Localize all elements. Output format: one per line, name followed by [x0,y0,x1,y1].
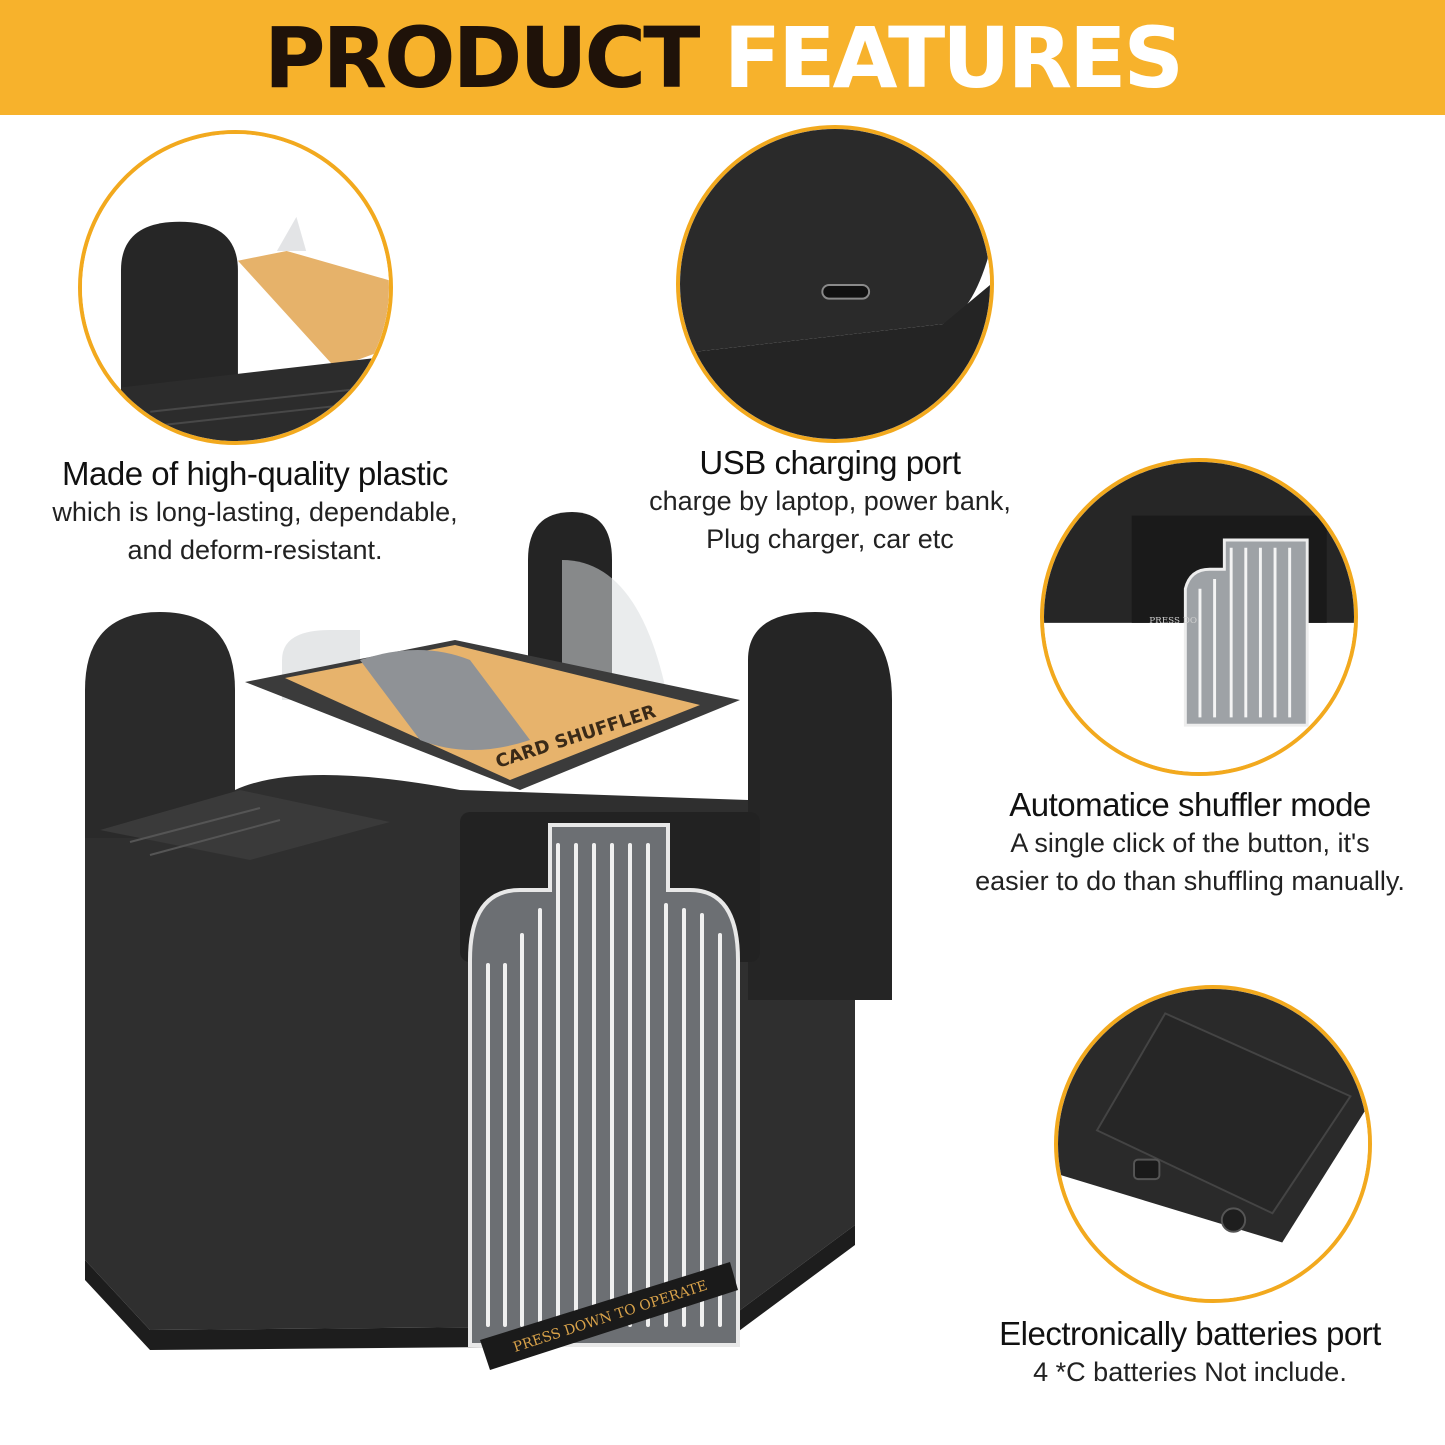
feature-batteries: Electronically batteries port 4 *C batte… [935,1315,1445,1391]
battery-port-detail-circle [1054,985,1372,1303]
feature-plastic-title: Made of high-quality plastic [62,455,448,492]
detail-button-label: PRESS DO [1149,616,1197,626]
header-banner: PRODUCT FEATURES [0,0,1445,115]
feature-usb-title: USB charging port [699,444,961,481]
feature-shuffler-mode-title: Automatice shuffler mode [1009,786,1371,823]
feature-shuffler-mode: Automatice shuffler mode A single click … [935,786,1445,901]
feature-plastic-line2: and deform-resistant. [127,535,383,566]
page-title: PRODUCT FEATURES [264,16,1184,100]
title-word-product: PRODUCT [263,8,701,107]
usb-port-detail-circle [676,125,994,443]
feature-plastic-line1: which is long-lasting, dependable, [52,496,458,527]
title-word-features: FEATURES [723,8,1184,107]
feature-usb-line1: charge by laptop, power bank, [649,485,1011,516]
feature-usb-line2: Plug charger, car etc [706,524,954,555]
feature-shuffler-mode-line2: easier to do than shuffling manually. [975,866,1405,897]
usb-c-port-icon [821,284,871,300]
plastic-detail-image [82,134,389,441]
shuffler-mode-detail-circle: PRESS DO [1040,458,1358,776]
feature-plastic: Made of high-quality plastic which is lo… [0,455,510,570]
feature-batteries-line1: 4 *C batteries Not include. [1033,1356,1347,1387]
feature-shuffler-mode-line1: A single click of the button, it's [1010,827,1370,858]
feature-batteries-title: Electronically batteries port [999,1315,1381,1352]
shuffler-mode-detail-image: PRESS DO [1044,462,1354,772]
plastic-detail-circle [78,130,393,445]
usb-port-detail-image [680,129,990,439]
feature-usb: USB charging port charge by laptop, powe… [590,444,1070,559]
battery-port-detail-image [1058,989,1368,1299]
